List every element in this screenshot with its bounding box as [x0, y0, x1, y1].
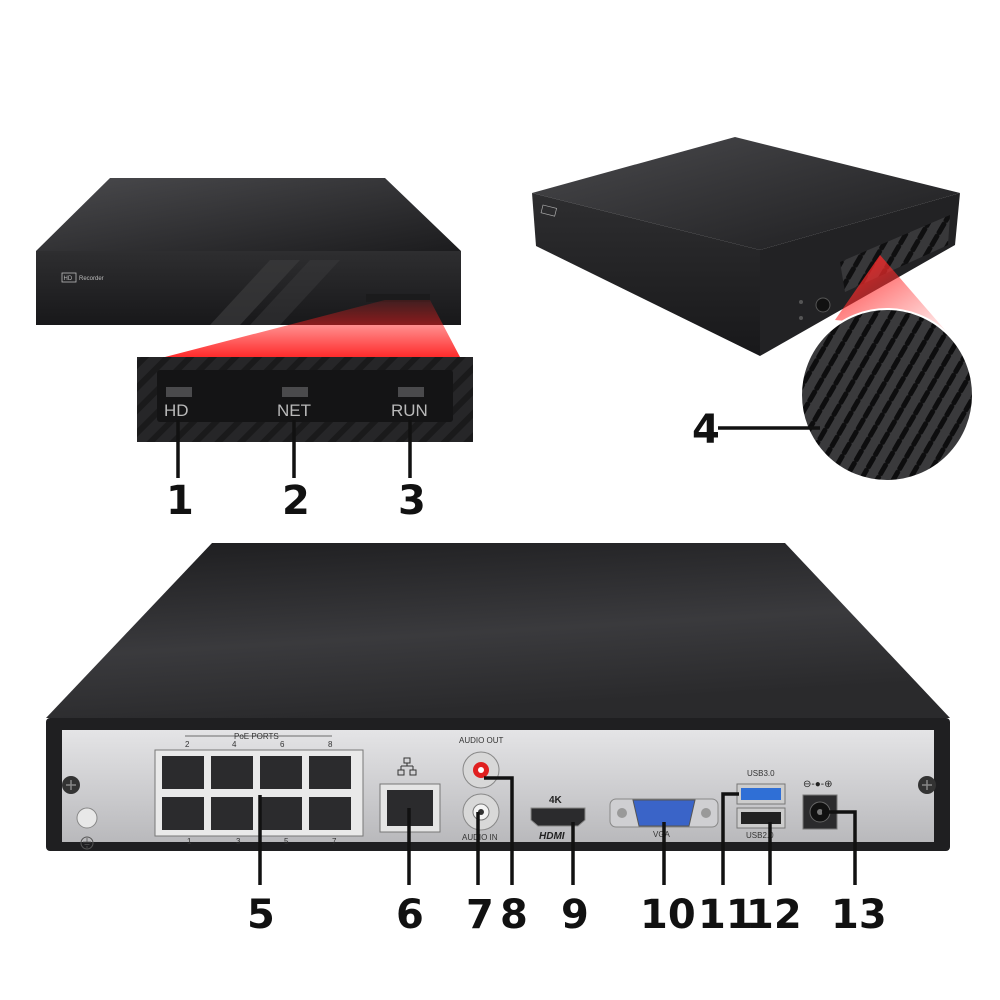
- poe-port-7[interactable]: [309, 797, 351, 830]
- poe-port-5[interactable]: [260, 797, 302, 830]
- poe-port-3[interactable]: [211, 797, 253, 830]
- poe-port-block: PoE PORTS 2 4 6 8 1 3 5 7: [154, 732, 364, 846]
- led-hd-indicator: [166, 387, 192, 397]
- poe-num-3: 3: [236, 837, 241, 846]
- callout-3: 3: [398, 478, 426, 524]
- poe-num-5: 5: [284, 837, 289, 846]
- ground-icon: [80, 836, 94, 850]
- ground-terminal: [76, 807, 98, 829]
- angled-unit: [532, 137, 960, 356]
- callout-7: 7: [466, 892, 494, 938]
- hdmi-port[interactable]: [530, 807, 586, 827]
- poe-port-8[interactable]: [309, 756, 351, 789]
- usb3-port[interactable]: [741, 788, 781, 800]
- led-label-hd: HD: [164, 401, 189, 420]
- audio-group: AUDIO OUT AUDIO IN: [459, 736, 504, 842]
- front-logo-text: Recorder: [79, 276, 104, 282]
- vent-zoom-glow: [835, 255, 945, 330]
- dc-polarity-symbol: ⊖-●-⊕: [803, 779, 832, 790]
- usb2-label: USB2.0: [746, 831, 774, 840]
- hdmi-4k-badge: 4K: [549, 795, 563, 806]
- led-run-indicator: [398, 387, 424, 397]
- callout-5: 5: [247, 892, 275, 938]
- front-logo-hd: HD: [64, 276, 73, 282]
- vga-group: VGA: [609, 798, 719, 839]
- callout-13: 13: [831, 892, 887, 938]
- vent-zoom-circle: [800, 308, 974, 482]
- hdmi-label: HDMI: [539, 831, 565, 842]
- led-label-net: NET: [277, 401, 311, 420]
- poe-port-4[interactable]: [211, 756, 253, 789]
- callout-6: 6: [396, 892, 424, 938]
- led-zoom-panel: HD NET RUN: [137, 357, 473, 442]
- callout-4: 4: [692, 407, 720, 453]
- callout-lines-rear: [258, 776, 857, 885]
- vga-label: VGA: [653, 830, 671, 839]
- poe-num-8: 8: [328, 740, 333, 749]
- poe-num-2: 2: [185, 740, 190, 749]
- poe-ports-label: PoE PORTS: [234, 732, 279, 741]
- usb2-port[interactable]: [741, 812, 781, 824]
- poe-port-2[interactable]: [162, 756, 204, 789]
- poe-port-6[interactable]: [260, 756, 302, 789]
- hdmi-group: 4K HDMI: [530, 795, 586, 842]
- callout-12: 12: [746, 892, 802, 938]
- callout-1: 1: [166, 478, 194, 524]
- poe-num-1: 1: [187, 837, 192, 846]
- callout-8: 8: [500, 892, 528, 938]
- front-led-strip: [366, 294, 430, 302]
- callout-9: 9: [561, 892, 589, 938]
- led-net-indicator: [282, 387, 308, 397]
- callout-lines-front: [176, 420, 412, 478]
- audio-in-label: AUDIO IN: [462, 833, 498, 842]
- front-logo-badge: [61, 272, 77, 283]
- audio-out-label: AUDIO OUT: [459, 736, 504, 745]
- poe-num-7: 7: [332, 837, 337, 846]
- network-icon: [397, 757, 417, 776]
- poe-port-1[interactable]: [162, 797, 204, 830]
- angled-dc-port: [815, 297, 831, 313]
- led-label-run: RUN: [391, 401, 428, 420]
- vga-port[interactable]: [632, 799, 696, 827]
- callout-11: 11: [698, 892, 754, 938]
- poe-num-6: 6: [280, 740, 285, 749]
- dc-group: ⊖-●-⊕: [802, 779, 838, 830]
- poe-num-4: 4: [232, 740, 237, 749]
- usb-group: USB3.0 USB2.0: [736, 769, 786, 840]
- callout-2: 2: [282, 478, 310, 524]
- callout-10: 10: [640, 892, 696, 938]
- led-zoom-glow: [165, 300, 460, 357]
- usb3-label: USB3.0: [747, 769, 775, 778]
